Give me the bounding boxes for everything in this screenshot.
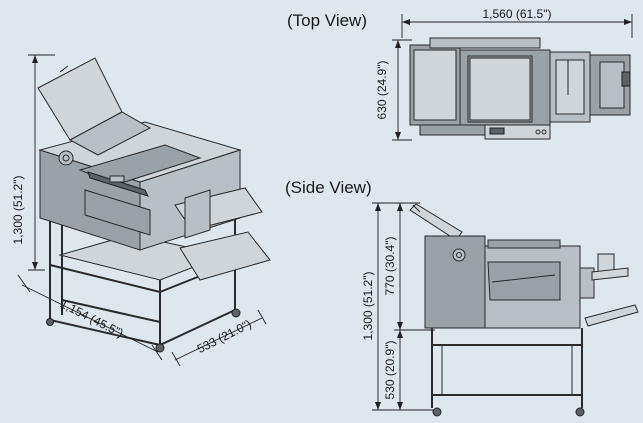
- top-view: (Top View) 1,560 (61.5") 630 (24.9"): [287, 7, 633, 141]
- iso-display: [109, 175, 125, 183]
- side-control-panel: [487, 239, 561, 249]
- caster-wheel-icon: [432, 407, 442, 417]
- side-view: (Side View) 1,300 (51.2") 770 (30.4") 53…: [285, 178, 639, 417]
- iso-height-label: 1,300 (51.2"): [11, 176, 25, 245]
- top-depth-dimension: 630 (24.9"): [375, 39, 412, 141]
- iso-machine-body: [38, 121, 242, 251]
- caster-wheel-icon: [46, 318, 54, 326]
- iso-height-dimension: 1,300 (51.2"): [11, 54, 55, 271]
- caster-wheel-icon: [575, 407, 585, 417]
- top-width-label: 1,560 (61.5"): [483, 7, 552, 21]
- iso-length-label: 1,154 (45.5"): [58, 297, 126, 341]
- side-stand-height-label: 530 (20.9"): [383, 341, 397, 400]
- side-stand-height-dimension: 530 (20.9"): [383, 330, 403, 410]
- iso-feed-tray: [37, 57, 152, 156]
- iso-stand: [46, 210, 241, 353]
- caster-wheel-icon: [231, 308, 241, 318]
- top-depth-label: 630 (24.9"): [375, 61, 389, 120]
- side-upper-height-label: 770 (30.4"): [383, 237, 397, 296]
- iso-delivery-trays: [174, 187, 271, 281]
- side-upper-height-dimension: 770 (30.4"): [383, 203, 435, 331]
- top-machine: [409, 37, 631, 140]
- top-width-dimension: 1,560 (61.5"): [401, 7, 633, 38]
- iso-depth-label: 533 (21.0"): [195, 317, 254, 356]
- iso-control-panel: [87, 171, 149, 197]
- side-total-height-label: 1,300 (51.2"): [361, 272, 375, 341]
- caster-wheel-icon: [155, 343, 165, 353]
- top-view-title: (Top View): [287, 11, 367, 30]
- isometric-view: 1,300 (51.2") 1,154 (45.5") 533 (21.0"): [11, 54, 271, 367]
- side-machine: [409, 203, 639, 417]
- dial-icon: [452, 248, 466, 262]
- side-total-height-dimension: 1,300 (51.2"): [361, 202, 435, 411]
- dial-icon: [58, 150, 74, 166]
- side-view-title: (Side View): [285, 178, 372, 197]
